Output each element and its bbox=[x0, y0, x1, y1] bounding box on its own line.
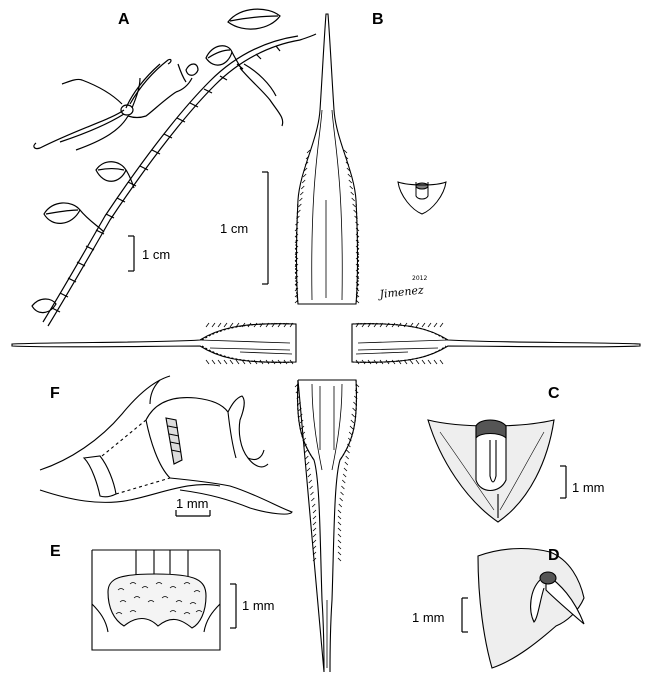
panel-label-a: A bbox=[118, 11, 130, 28]
lip-small bbox=[398, 182, 446, 214]
rhizome bbox=[48, 40, 300, 326]
left-petal bbox=[12, 324, 296, 363]
scale-label-column-side: 1 mm bbox=[412, 610, 445, 625]
scale-bar-habit bbox=[128, 236, 134, 271]
scale-label-column: 1 mm bbox=[176, 496, 209, 511]
dorsal-sepal bbox=[296, 14, 359, 304]
scale-label-lip: 1 mm bbox=[572, 480, 605, 495]
flower-sepal bbox=[76, 116, 128, 150]
rhizome-nodes bbox=[52, 46, 280, 312]
panel-label-f: F bbox=[50, 385, 60, 402]
svg-text:Jimenez: Jimenez bbox=[377, 283, 425, 301]
artist-signature: Jimenez 2012 bbox=[377, 275, 427, 301]
panel-label-b: B bbox=[372, 11, 384, 28]
leaf bbox=[228, 9, 280, 29]
lateral-sepals bbox=[298, 380, 357, 672]
leaf bbox=[206, 46, 232, 65]
panel-e-anther bbox=[92, 550, 220, 650]
scale-bar-flower bbox=[262, 172, 268, 284]
serrated-margins bbox=[206, 150, 443, 561]
scale-bar-anther bbox=[230, 584, 236, 628]
svg-text:2012: 2012 bbox=[412, 275, 427, 282]
panel-f-column bbox=[40, 376, 292, 514]
pollinia-mass bbox=[108, 574, 206, 628]
flower-sepal bbox=[34, 110, 124, 149]
scale-bar-lip bbox=[560, 466, 566, 498]
scale-bar-column bbox=[176, 510, 210, 516]
scale-label-flower: 1 cm bbox=[220, 221, 248, 236]
panel-label-c: C bbox=[548, 385, 560, 402]
panel-label-d: D bbox=[548, 547, 560, 564]
leaf bbox=[96, 162, 126, 182]
panel-d-lip-side bbox=[478, 549, 584, 668]
pollinia-texture bbox=[116, 583, 202, 615]
scale-bar-column-side bbox=[462, 598, 468, 632]
panel-a-habit bbox=[32, 9, 316, 326]
scale-label-habit: 1 cm bbox=[142, 247, 170, 262]
right-petal bbox=[352, 324, 640, 363]
leaf bbox=[32, 299, 56, 313]
panel-label-e: E bbox=[50, 543, 61, 560]
scale-label-anther: 1 mm bbox=[242, 598, 275, 613]
panel-c-lip bbox=[428, 420, 554, 522]
